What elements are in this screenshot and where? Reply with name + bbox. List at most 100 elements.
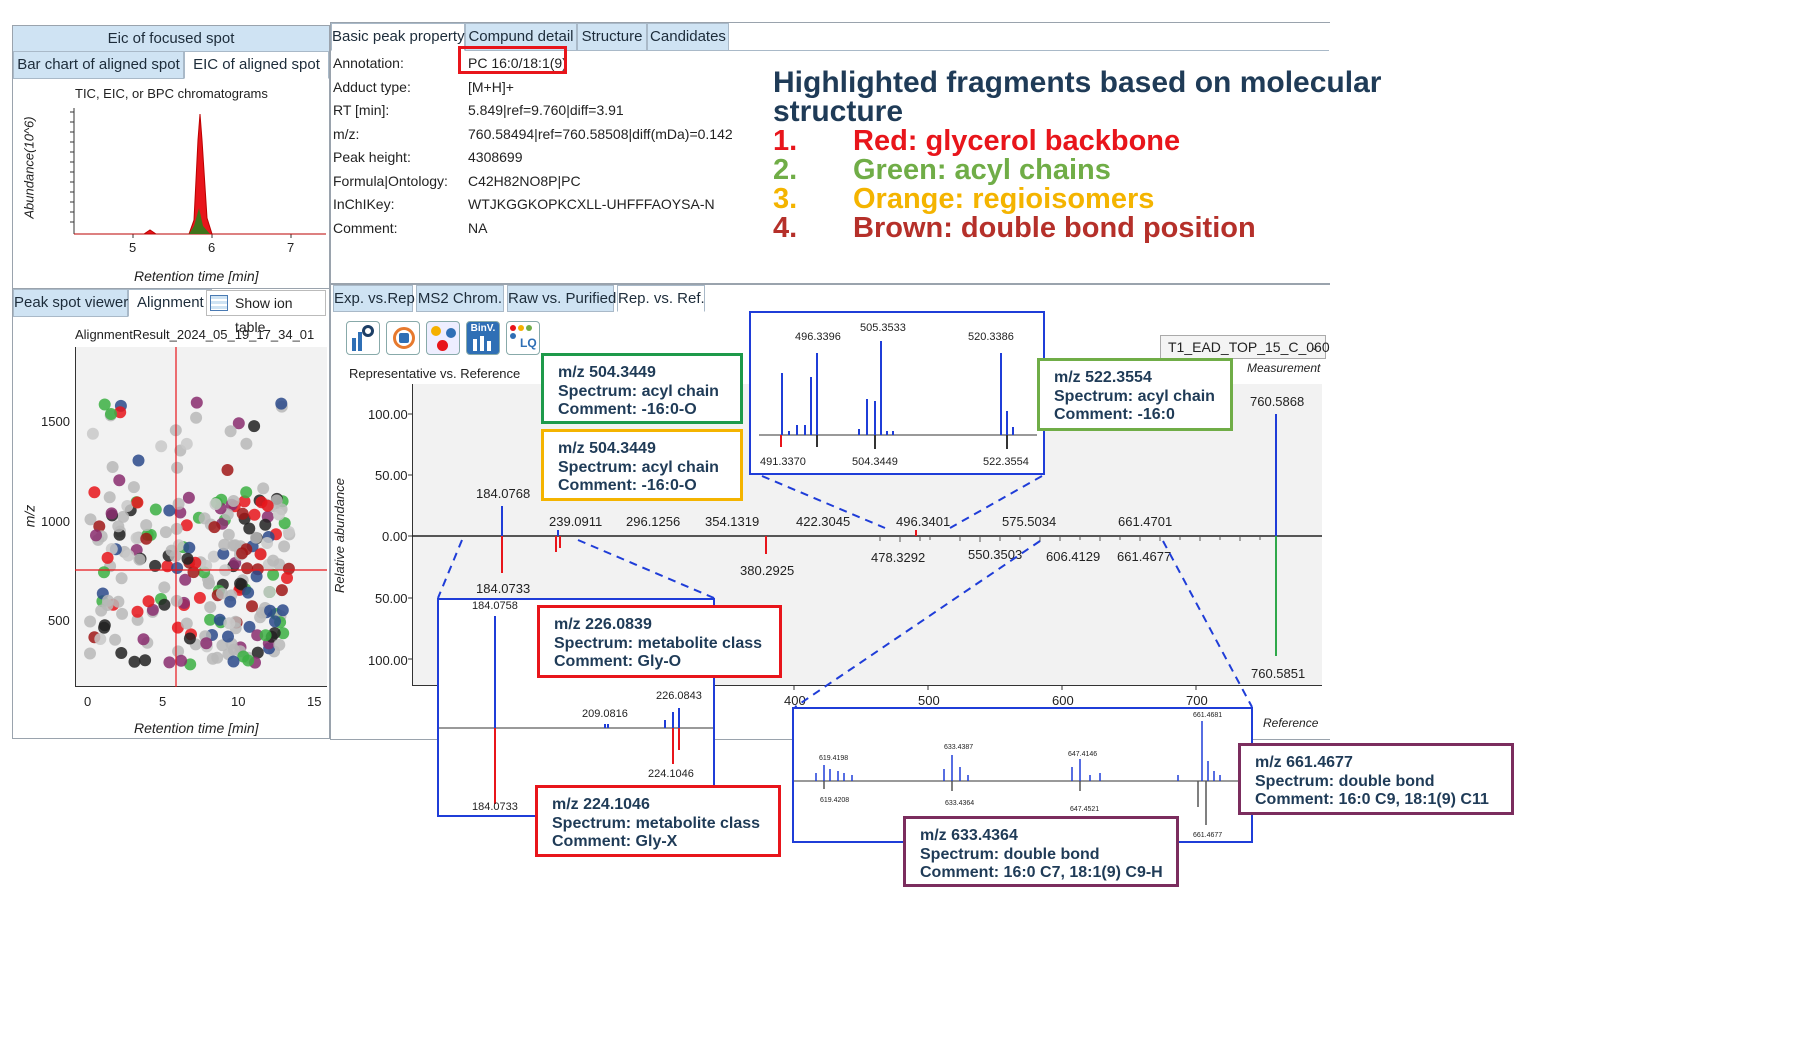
aligned-spot[interactable] xyxy=(243,522,256,535)
tab-alignment-spot[interactable]: Alignment s xyxy=(128,289,215,317)
aligned-spot[interactable] xyxy=(137,633,150,646)
aligned-spot[interactable] xyxy=(130,532,143,545)
aligned-spot[interactable] xyxy=(261,537,274,549)
aligned-spot[interactable] xyxy=(93,520,106,533)
aligned-spot[interactable] xyxy=(165,544,178,557)
aligned-spot[interactable] xyxy=(282,562,295,575)
aligned-spot[interactable] xyxy=(181,552,194,565)
aligned-spot[interactable] xyxy=(270,494,283,507)
aligned-spot[interactable] xyxy=(133,553,146,566)
aligned-spot[interactable] xyxy=(251,646,264,659)
aligned-spot[interactable] xyxy=(267,568,280,581)
aligned-spot[interactable] xyxy=(221,464,234,476)
aligned-spot[interactable] xyxy=(222,528,235,541)
aligned-spot[interactable] xyxy=(264,604,277,617)
aligned-spot[interactable] xyxy=(198,512,211,525)
aligned-spot[interactable] xyxy=(209,498,222,511)
search-chart-icon[interactable] xyxy=(346,321,380,355)
aligned-spot[interactable] xyxy=(161,560,174,573)
aligned-spot[interactable] xyxy=(204,613,217,626)
aligned-spot[interactable] xyxy=(128,655,141,668)
aligned-spot[interactable] xyxy=(190,411,203,424)
aligned-spot[interactable] xyxy=(105,543,118,555)
aligned-spot[interactable] xyxy=(240,437,253,450)
aligned-spot[interactable] xyxy=(171,621,184,634)
aligned-spot[interactable] xyxy=(248,420,261,433)
aligned-spot[interactable] xyxy=(158,598,171,611)
aligned-spot[interactable] xyxy=(149,559,162,572)
aligned-spot[interactable] xyxy=(94,633,107,645)
aligned-spot[interactable] xyxy=(254,611,267,624)
aligned-spot[interactable] xyxy=(179,573,192,586)
aligned-spot[interactable] xyxy=(132,454,145,467)
aligned-spot[interactable] xyxy=(278,517,291,530)
aligned-spot[interactable] xyxy=(276,604,289,617)
tab-exp-vs-rep[interactable]: Exp. vs.Rep. xyxy=(333,285,419,312)
aligned-spot[interactable] xyxy=(224,595,237,608)
aligned-spot[interactable] xyxy=(218,538,231,551)
aligned-spot[interactable] xyxy=(237,650,250,663)
tab-basic-peak-property[interactable]: Basic peak property xyxy=(331,23,465,51)
aligned-spot[interactable] xyxy=(115,647,128,659)
aligned-spot[interactable] xyxy=(112,520,125,533)
aligned-spot[interactable] xyxy=(139,654,152,667)
aligned-spot[interactable] xyxy=(241,562,254,575)
lq-icon[interactable]: LQ xyxy=(506,321,540,355)
library-dropdown[interactable]: T1_EAD_TOP_15_C_060 ⌄ xyxy=(1160,335,1330,359)
aligned-spot[interactable] xyxy=(182,491,195,504)
aligned-spot[interactable] xyxy=(263,586,276,598)
aligned-spot[interactable] xyxy=(159,526,172,539)
aligned-spot[interactable] xyxy=(98,566,110,579)
aligned-spot[interactable] xyxy=(200,637,213,650)
tab-bar-chart-aligned-spot[interactable]: Bar chart of aligned spot xyxy=(13,51,184,79)
aligned-spot[interactable] xyxy=(84,647,96,660)
aligned-spot[interactable] xyxy=(222,630,234,643)
aligned-spot[interactable] xyxy=(180,519,193,532)
aligned-spot[interactable] xyxy=(216,587,228,600)
aligned-spot[interactable] xyxy=(278,540,291,553)
aligned-spot[interactable] xyxy=(149,503,162,516)
aligned-spot[interactable] xyxy=(84,615,97,628)
aligned-spot[interactable] xyxy=(275,584,288,597)
aligned-spot[interactable] xyxy=(227,655,240,668)
aligned-spot[interactable] xyxy=(175,654,188,667)
aligned-spot[interactable] xyxy=(98,619,111,632)
aligned-spot[interactable] xyxy=(131,605,144,618)
aligned-spot[interactable] xyxy=(101,551,114,564)
aligned-spot[interactable] xyxy=(250,531,262,544)
aligned-spot[interactable] xyxy=(131,496,144,509)
aligned-spot[interactable] xyxy=(269,615,281,628)
aligned-spot[interactable] xyxy=(105,408,117,420)
aligned-spot[interactable] xyxy=(114,406,127,419)
aligned-spot[interactable] xyxy=(272,508,285,521)
aligned-spot[interactable] xyxy=(180,437,193,450)
aligned-spot[interactable] xyxy=(208,521,221,534)
aligned-spot[interactable] xyxy=(88,486,101,499)
tab-structure[interactable]: Structure xyxy=(577,23,647,51)
aligned-spot[interactable] xyxy=(277,627,290,640)
aligned-spot[interactable] xyxy=(103,491,116,504)
aligned-spot[interactable] xyxy=(243,620,256,633)
aligned-spot[interactable] xyxy=(95,604,108,617)
aligned-spot[interactable] xyxy=(98,398,111,411)
aligned-spot[interactable] xyxy=(254,548,267,561)
aligned-spot[interactable] xyxy=(127,481,140,494)
aligned-spot[interactable] xyxy=(187,566,200,579)
aligned-spot[interactable] xyxy=(259,518,272,531)
aligned-spot[interactable] xyxy=(86,427,99,440)
aligned-spot[interactable] xyxy=(158,581,171,594)
aligned-spot[interactable] xyxy=(180,617,193,630)
aligned-spot[interactable] xyxy=(84,513,97,526)
aligned-spot[interactable] xyxy=(163,504,176,517)
aligned-spot[interactable] xyxy=(142,595,155,608)
aligned-spot[interactable] xyxy=(115,572,128,585)
aligned-spot[interactable] xyxy=(257,482,270,495)
binv-icon[interactable]: BinV. xyxy=(466,321,500,355)
aligned-spot[interactable] xyxy=(238,495,251,508)
aligned-spot[interactable] xyxy=(232,417,245,430)
aligned-spot[interactable] xyxy=(122,549,135,562)
aligned-spot[interactable] xyxy=(171,562,184,574)
aligned-spot[interactable] xyxy=(170,522,183,535)
tab-peak-spot-viewer[interactable]: Peak spot viewer xyxy=(13,289,128,317)
aligned-spot[interactable] xyxy=(200,559,213,572)
